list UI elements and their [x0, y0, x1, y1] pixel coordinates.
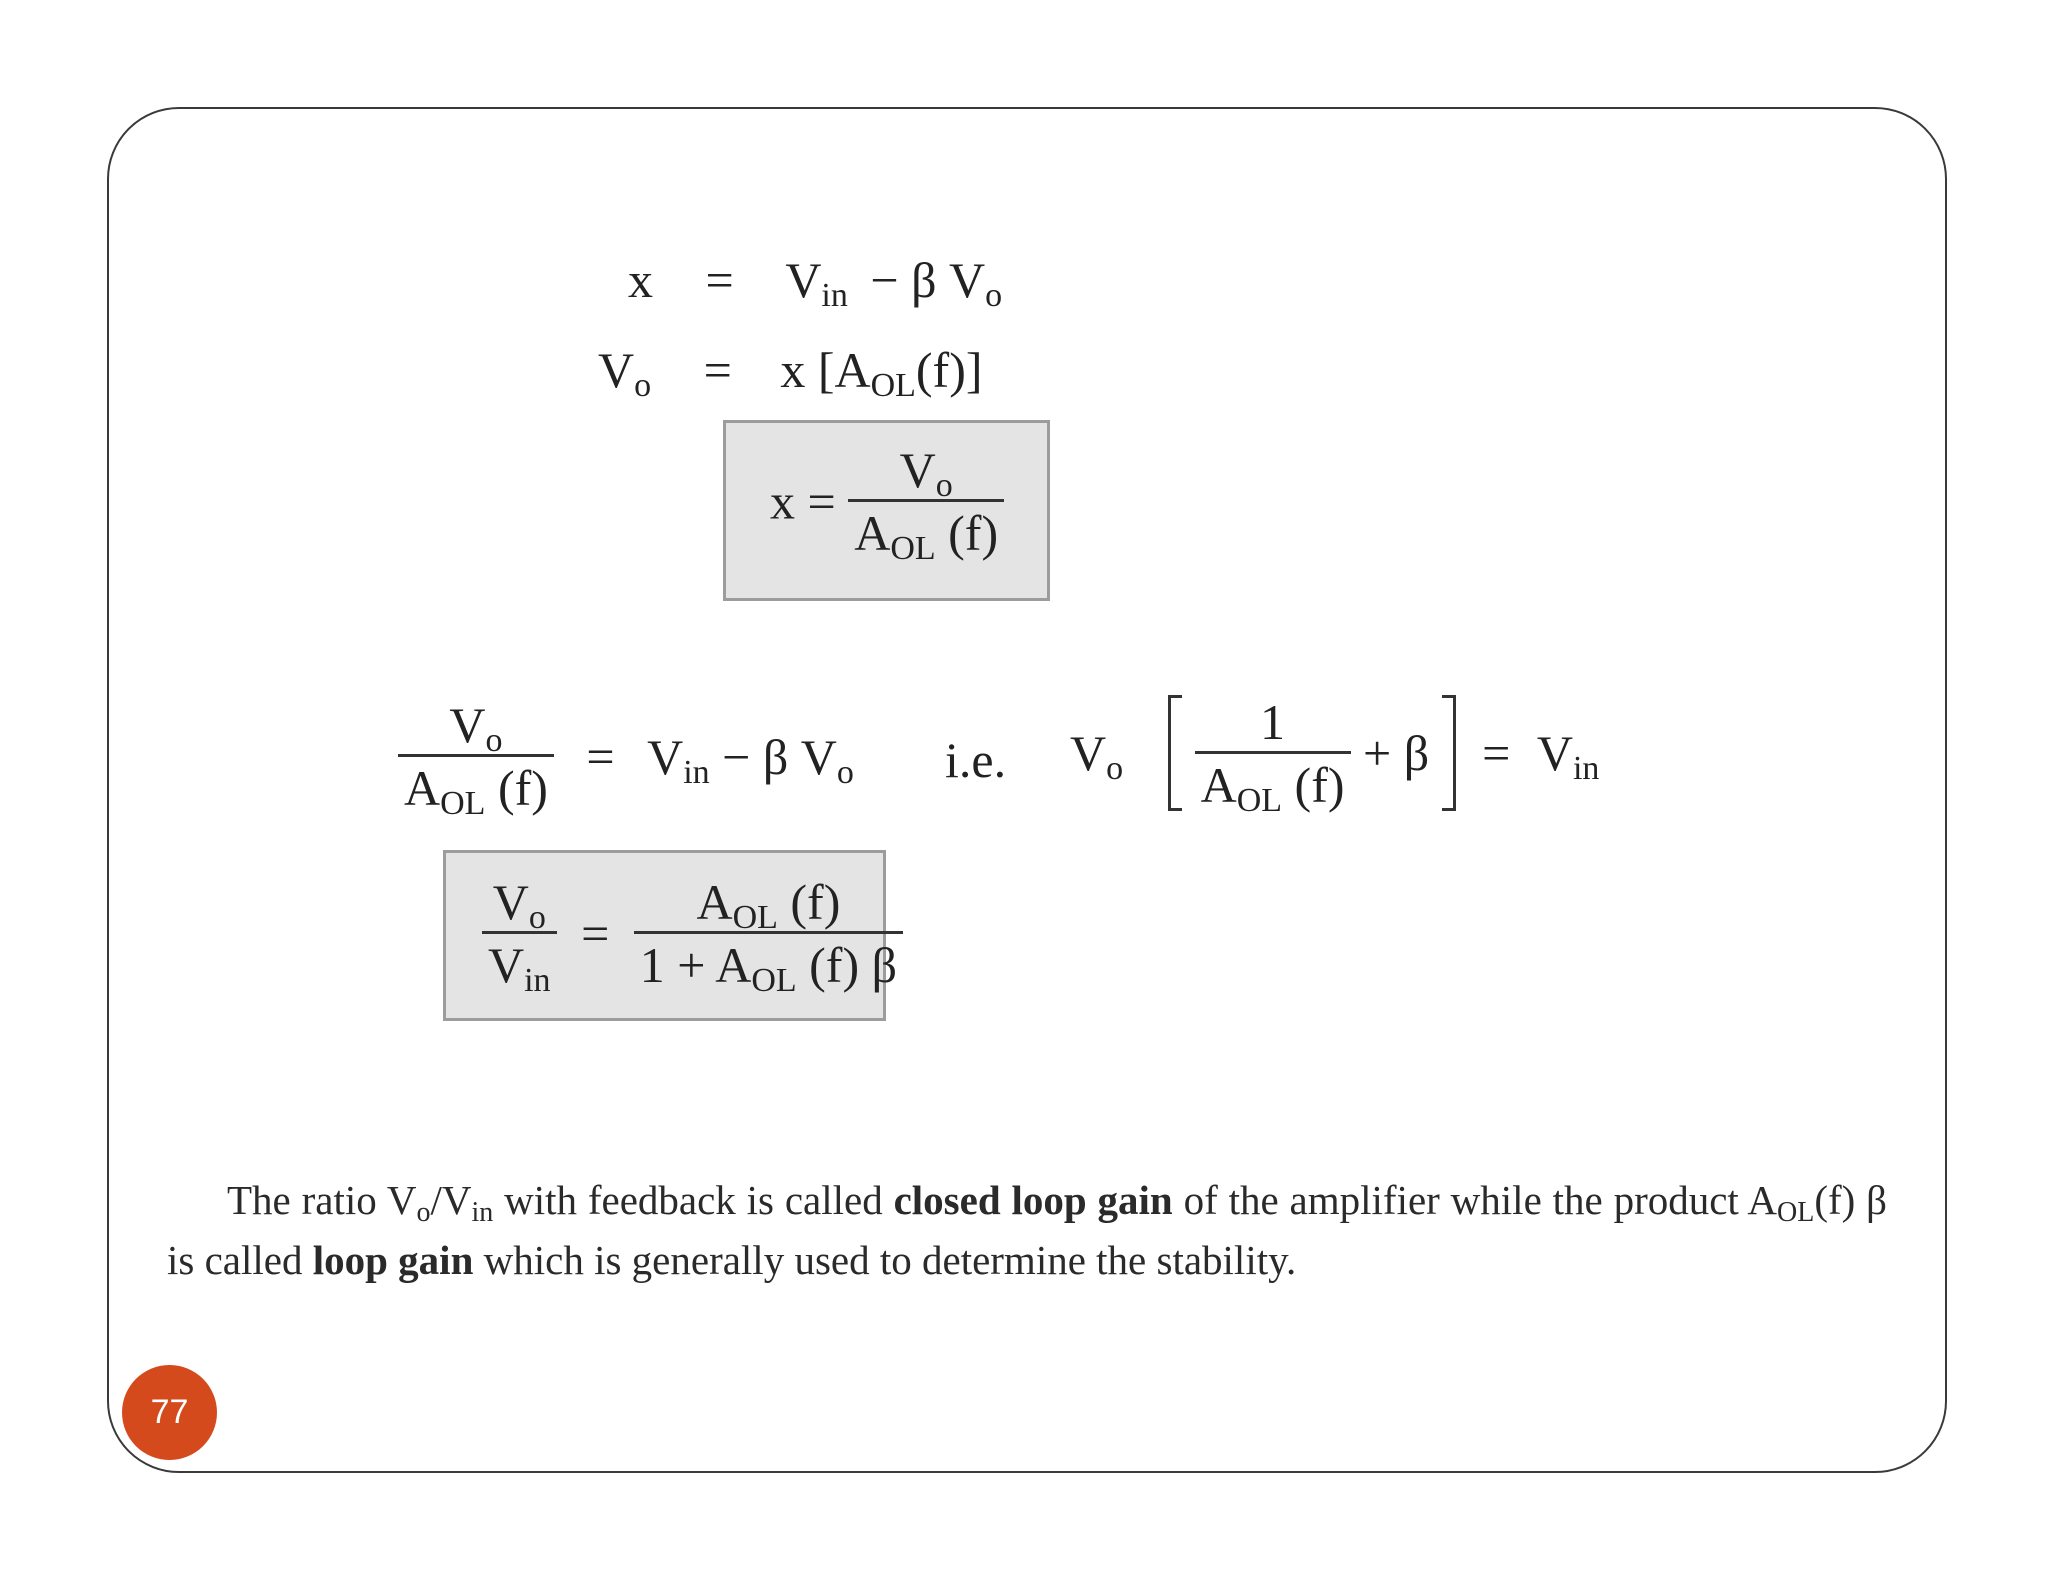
- fraction-vo-over-aol: Vo AOL (f): [848, 445, 1005, 566]
- explanation-paragraph: The ratio Vo/Vin with feedback is called…: [167, 1177, 1888, 1283]
- equation-bracket-form: Vo 1 AOL (f) + β = Vin: [1070, 693, 1600, 819]
- boxed-closed-loop-gain: Vo Vin = AOL (f) 1 + AOL (f) β: [443, 850, 904, 1021]
- equation-x: x = Vin − β Vo: [628, 252, 1003, 314]
- equation-vo: Vo = x [AOL(f)]: [598, 342, 983, 404]
- left-bracket: [1168, 695, 1183, 811]
- fraction-vo-over-vin: Vo Vin: [482, 877, 557, 998]
- term-closed-loop-gain: closed loop gain: [893, 1177, 1173, 1223]
- right-bracket: [1441, 695, 1456, 811]
- boxed-equation-x: x = Vo AOL (f): [723, 420, 1050, 601]
- ie-label: i.e.: [945, 732, 1007, 788]
- page-number-badge: 77: [122, 1365, 217, 1460]
- term-loop-gain: loop gain: [312, 1237, 474, 1283]
- equation-substitution: Vo AOL (f) = Vin − β Vo: [398, 700, 854, 821]
- fraction-closed-loop: AOL (f) 1 + AOL (f) β: [633, 877, 904, 998]
- slide-frame: [107, 107, 1947, 1473]
